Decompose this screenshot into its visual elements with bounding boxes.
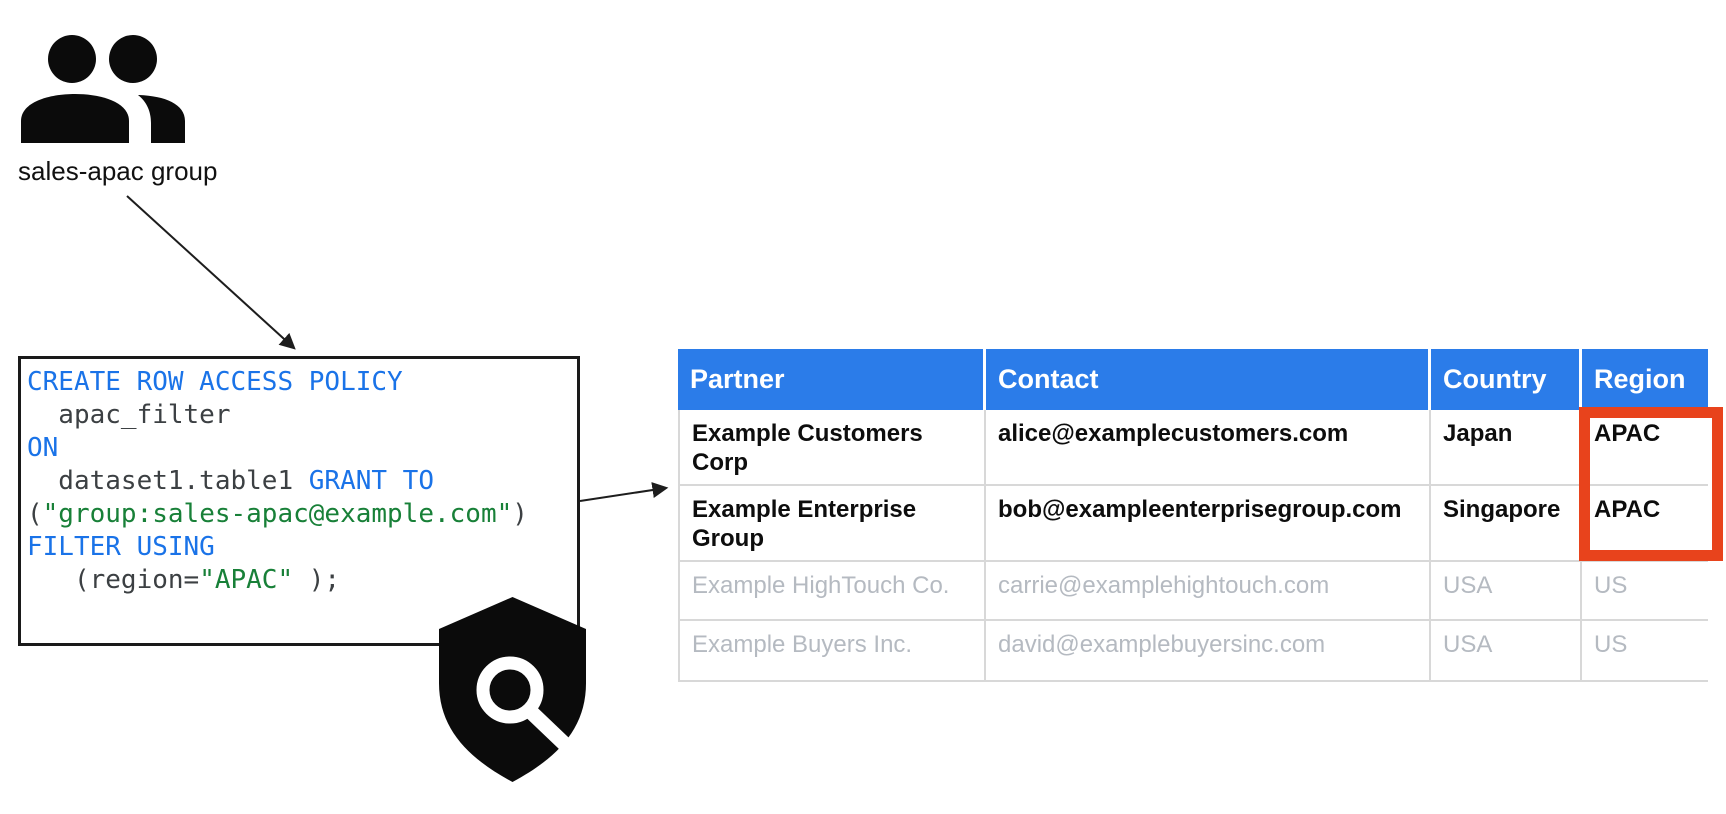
group-label: sales-apac group: [18, 156, 218, 186]
code-line: FILTER USING: [27, 532, 215, 562]
code-line: dataset1.table1 GRANT TO: [27, 466, 434, 496]
table-cell-region: US: [1594, 572, 1628, 599]
table-cell-partner: Example Enterprise Group: [680, 486, 986, 560]
code-line: ("group:sales-apac@example.com"): [27, 499, 528, 529]
table-cell-partner: Example HighTouch Co.: [680, 562, 986, 619]
region-highlight-box: [1579, 407, 1723, 561]
table-cell-country: USA: [1431, 562, 1582, 619]
table-cell-country: USA: [1431, 621, 1582, 680]
arrow-policy-to-table: [579, 482, 669, 502]
column-header-contact: Contact: [986, 349, 1431, 410]
table-cell-region: US: [1594, 631, 1628, 658]
table-cell-country: Japan: [1431, 410, 1582, 484]
code-line: (region="APAC" );: [27, 565, 341, 595]
code-line: CREATE ROW ACCESS POLICY: [27, 367, 403, 397]
table-cell-partner: Example Buyers Inc.: [680, 621, 986, 680]
table-header-row: Partner Contact Country Region: [678, 349, 1708, 410]
table-cell-partner: Example Customers Corp: [680, 410, 986, 484]
arrow-group-to-policy: [126, 195, 296, 350]
shield-search-icon: [439, 597, 586, 782]
code-line: apac_filter: [27, 400, 231, 430]
code-line: ON: [27, 433, 59, 463]
people-group-icon: [21, 35, 185, 143]
table-cell-region: APAC: [1594, 496, 1661, 523]
table-cell-contact: carrie@examplehightouch.com: [986, 562, 1431, 619]
table-cell-contact: david@examplebuyersinc.com: [986, 621, 1431, 680]
table-row: Example Buyers Inc.david@examplebuyersin…: [680, 621, 1708, 682]
column-header-region: Region: [1594, 364, 1686, 394]
table-cell-region: APAC: [1594, 420, 1661, 447]
partners-table: Partner Contact Country Region Example C…: [678, 349, 1708, 682]
table-cell-contact: alice@examplecustomers.com: [986, 410, 1431, 484]
column-header-partner: Partner: [678, 349, 986, 410]
table-cell-contact: bob@exampleenterprisegroup.com: [986, 486, 1431, 560]
column-header-country: Country: [1431, 349, 1582, 410]
table-row: Example HighTouch Co.carrie@examplehight…: [680, 562, 1708, 621]
table-cell-country: Singapore: [1431, 486, 1582, 560]
